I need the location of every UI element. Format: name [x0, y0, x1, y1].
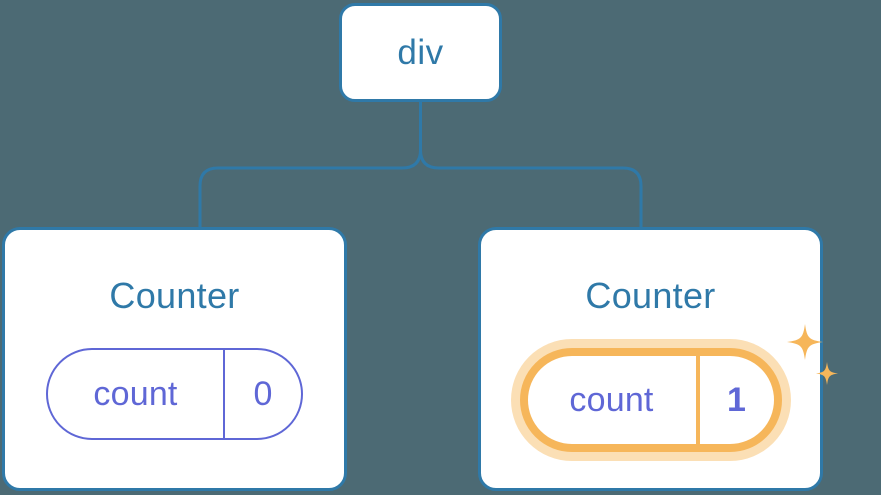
state-value-label: 1: [695, 356, 774, 444]
node-counter-right[interactable]: Counter count 1: [478, 227, 838, 491]
state-key-label: count: [93, 374, 178, 413]
node-counter-left[interactable]: Counter count 0: [2, 227, 347, 491]
state-value-label: 0: [223, 350, 301, 438]
counter-title: Counter: [585, 275, 716, 316]
counter-title: Counter: [109, 275, 240, 316]
state-pill-count[interactable]: count 0: [46, 348, 303, 440]
state-key-label: count: [569, 380, 654, 419]
sparkle-large-icon: [786, 324, 823, 360]
state-pill-wrapper-left: count 0: [46, 348, 303, 440]
state-pill-wrapper-right: count 1: [519, 324, 838, 452]
node-div-label: div: [397, 33, 444, 72]
node-div[interactable]: div: [339, 3, 502, 102]
state-pill-count-highlighted[interactable]: count 1: [519, 348, 782, 452]
